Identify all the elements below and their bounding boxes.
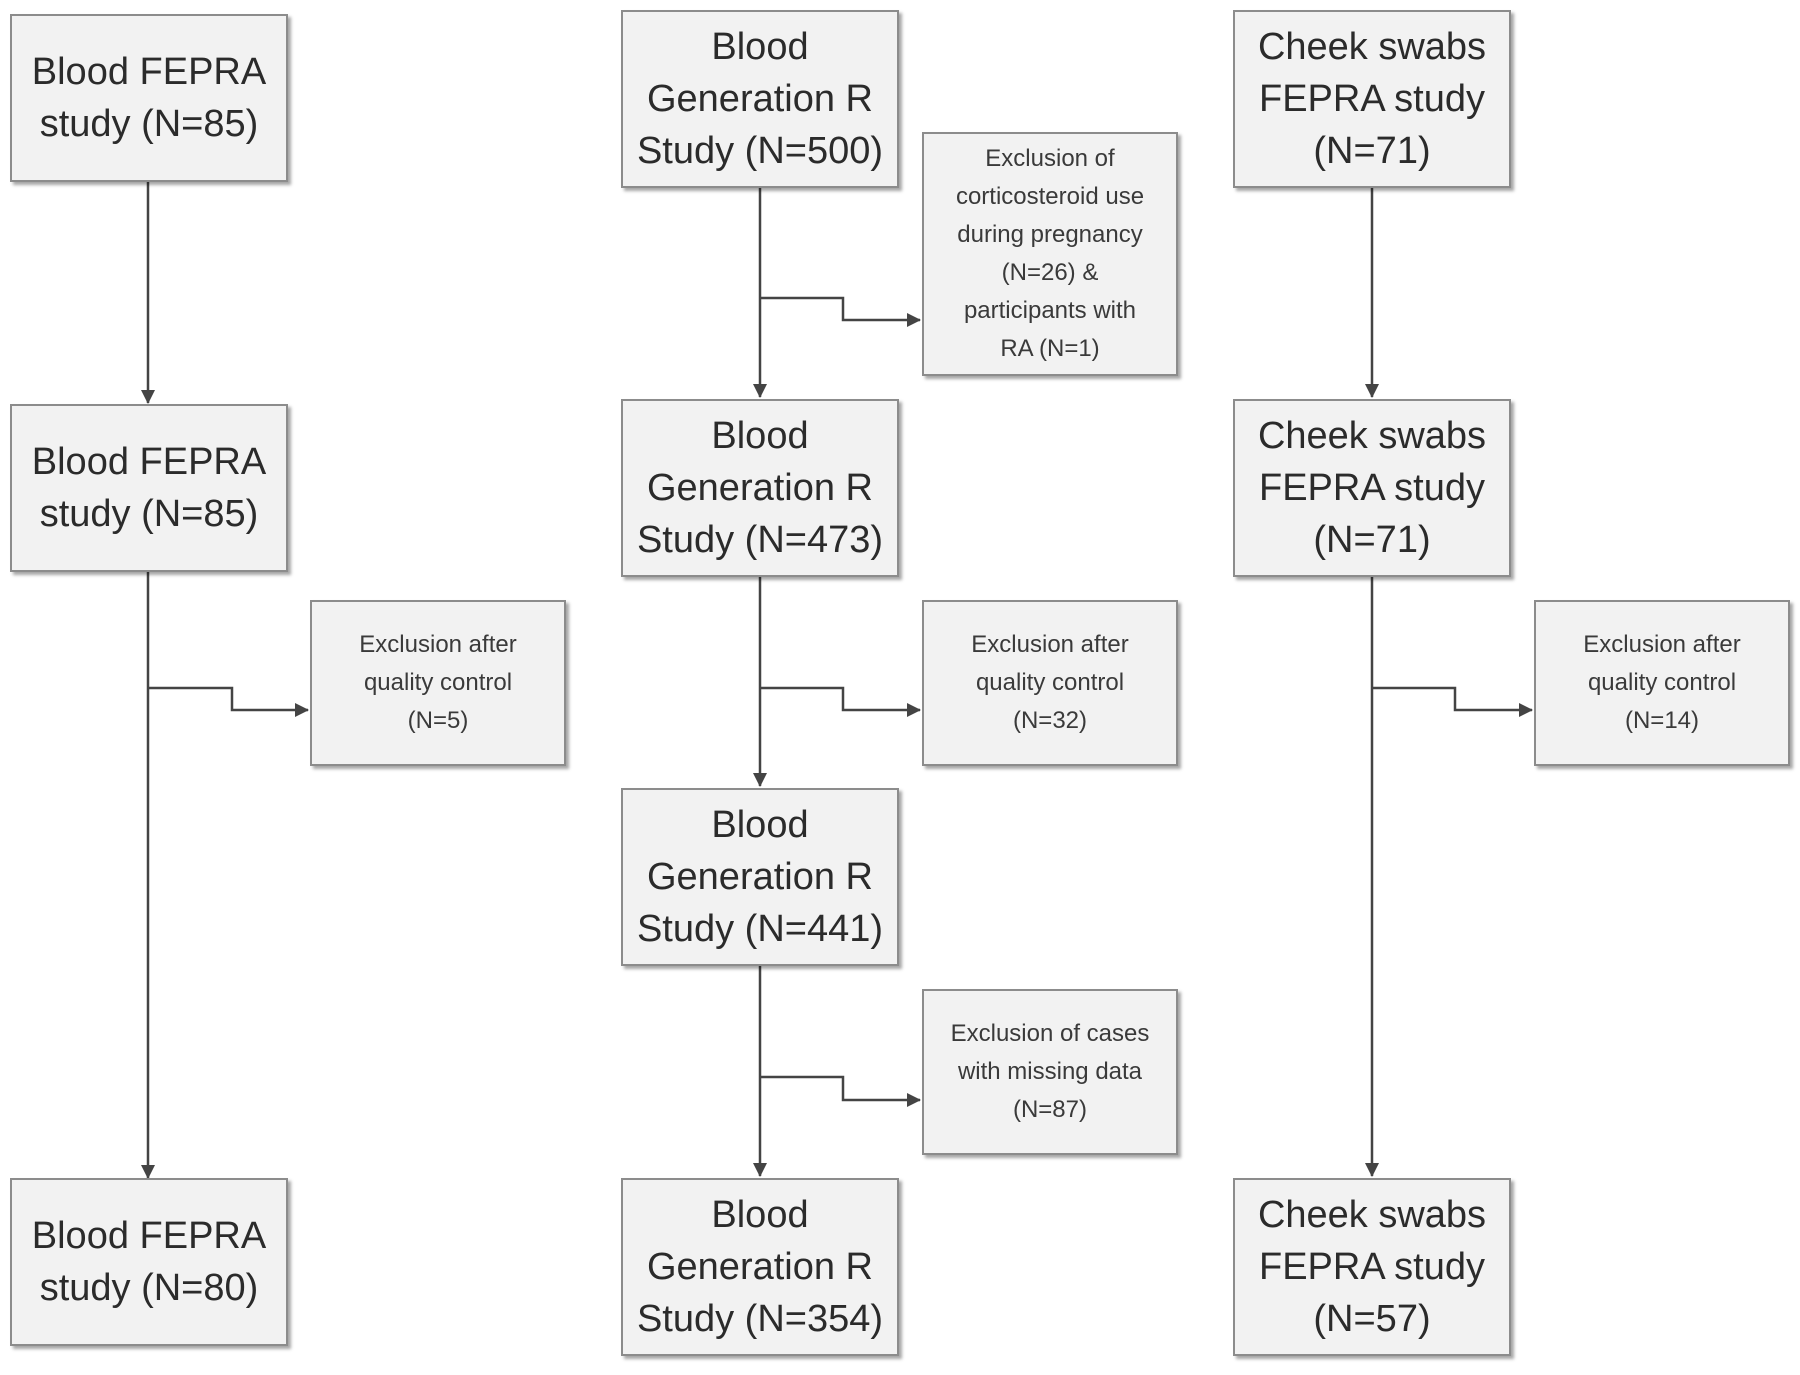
box-text-line: during pregnancy bbox=[957, 221, 1143, 248]
generation-r-second-box: Blood Generation R Study (N=473) bbox=[621, 399, 899, 577]
generation-r-final-box: Blood Generation R Study (N=354) bbox=[621, 1178, 899, 1356]
generation-r-corticosteroid-exclusion-box: Exclusion of corticosteroid use during p… bbox=[922, 132, 1178, 376]
box-text-line: Blood bbox=[711, 26, 809, 68]
box-text-line: with missing data bbox=[957, 1058, 1143, 1085]
box-text-line: Blood FEPRA bbox=[31, 51, 267, 93]
cheek-swabs-final-box: Cheek swabs FEPRA study (N=57) bbox=[1233, 1178, 1511, 1356]
box-text-line: Blood FEPRA bbox=[31, 441, 267, 483]
box-text-line: Blood bbox=[711, 804, 809, 846]
box-text-line: Cheek swabs bbox=[1257, 1194, 1487, 1236]
blood-fepra-initial-box: Blood FEPRA study (N=85) bbox=[10, 14, 288, 182]
box-text-line: study (N=85) bbox=[39, 103, 259, 145]
box-text-line: Cheek swabs bbox=[1257, 415, 1487, 457]
box-text-line: (N=71) bbox=[1313, 130, 1431, 172]
box-text-line: quality control bbox=[1587, 669, 1737, 696]
box-text-line: study (N=80) bbox=[39, 1267, 259, 1309]
box-text-line: Cheek swabs bbox=[1257, 26, 1487, 68]
box-text-line: Blood bbox=[711, 1194, 809, 1236]
box-text-line: FEPRA study bbox=[1259, 1246, 1485, 1288]
box-text-line: Exclusion of bbox=[985, 145, 1115, 172]
box-text-line: study (N=85) bbox=[39, 493, 259, 535]
blood-fepra-second-box: Blood FEPRA study (N=85) bbox=[10, 404, 288, 572]
box-text-line: Exclusion after bbox=[971, 631, 1129, 658]
exclusion-arrow bbox=[1372, 686, 1533, 717]
cheek-swabs-qc-exclusion-box: Exclusion after quality control (N=14) bbox=[1534, 600, 1790, 766]
box-text-line: corticosteroid use bbox=[955, 183, 1145, 210]
box-text-line: quality control bbox=[363, 669, 513, 696]
box-text-line: FEPRA study bbox=[1259, 467, 1485, 509]
box-text-line: (N=32) bbox=[1012, 707, 1088, 734]
box-text-line: Study (N=441) bbox=[636, 908, 884, 950]
box-text-line: Study (N=354) bbox=[636, 1298, 884, 1340]
box-text-line: FEPRA study bbox=[1259, 78, 1485, 120]
box-text-line: RA (N=1) bbox=[1000, 335, 1100, 362]
generation-r-initial-box: Blood Generation R Study (N=500) bbox=[621, 10, 899, 188]
box-text-line: (N=5) bbox=[407, 707, 469, 734]
cheek-swabs-initial-box: Cheek swabs FEPRA study (N=71) bbox=[1233, 10, 1511, 188]
box-text-line: Study (N=473) bbox=[636, 519, 884, 561]
blood-fepra-qc-exclusion-box: Exclusion after quality control (N=5) bbox=[310, 600, 566, 766]
box-text-line: Generation R bbox=[646, 856, 873, 898]
box-text-line: Exclusion of cases bbox=[950, 1020, 1150, 1047]
box-text-line: (N=87) bbox=[1012, 1096, 1087, 1123]
exclusion-arrow bbox=[760, 296, 921, 327]
box-text-line: (N=71) bbox=[1313, 519, 1431, 561]
exclusion-arrow bbox=[760, 686, 921, 717]
box-text-line: participants with bbox=[963, 297, 1137, 324]
box-text-line: Exclusion after bbox=[359, 631, 517, 658]
box-text-line: Generation R bbox=[646, 467, 873, 509]
generation-r-qc-exclusion-box: Exclusion after quality control (N=32) bbox=[922, 600, 1178, 766]
box-text-line: Blood bbox=[711, 415, 809, 457]
box-text-line: quality control bbox=[975, 669, 1125, 696]
box-text-line: Blood FEPRA bbox=[31, 1215, 267, 1257]
exclusion-arrow bbox=[148, 686, 309, 717]
box-text-line: Exclusion after bbox=[1583, 631, 1741, 658]
box-text-line: (N=57) bbox=[1313, 1298, 1431, 1340]
box-text-line: Generation R bbox=[646, 1246, 873, 1288]
box-text-line: Generation R bbox=[646, 78, 873, 120]
exclusion-arrow bbox=[760, 1075, 921, 1107]
generation-r-missing-data-exclusion-box: Exclusion of cases with missing data (N=… bbox=[922, 989, 1178, 1155]
box-text-line: (N=26) & bbox=[1001, 259, 1099, 286]
generation-r-third-box: Blood Generation R Study (N=441) bbox=[621, 788, 899, 966]
blood-fepra-final-box: Blood FEPRA study (N=80) bbox=[10, 1178, 288, 1346]
box-text-line: (N=14) bbox=[1624, 707, 1700, 734]
box-text-line: Study (N=500) bbox=[636, 130, 884, 172]
cheek-swabs-second-box: Cheek swabs FEPRA study (N=71) bbox=[1233, 399, 1511, 577]
